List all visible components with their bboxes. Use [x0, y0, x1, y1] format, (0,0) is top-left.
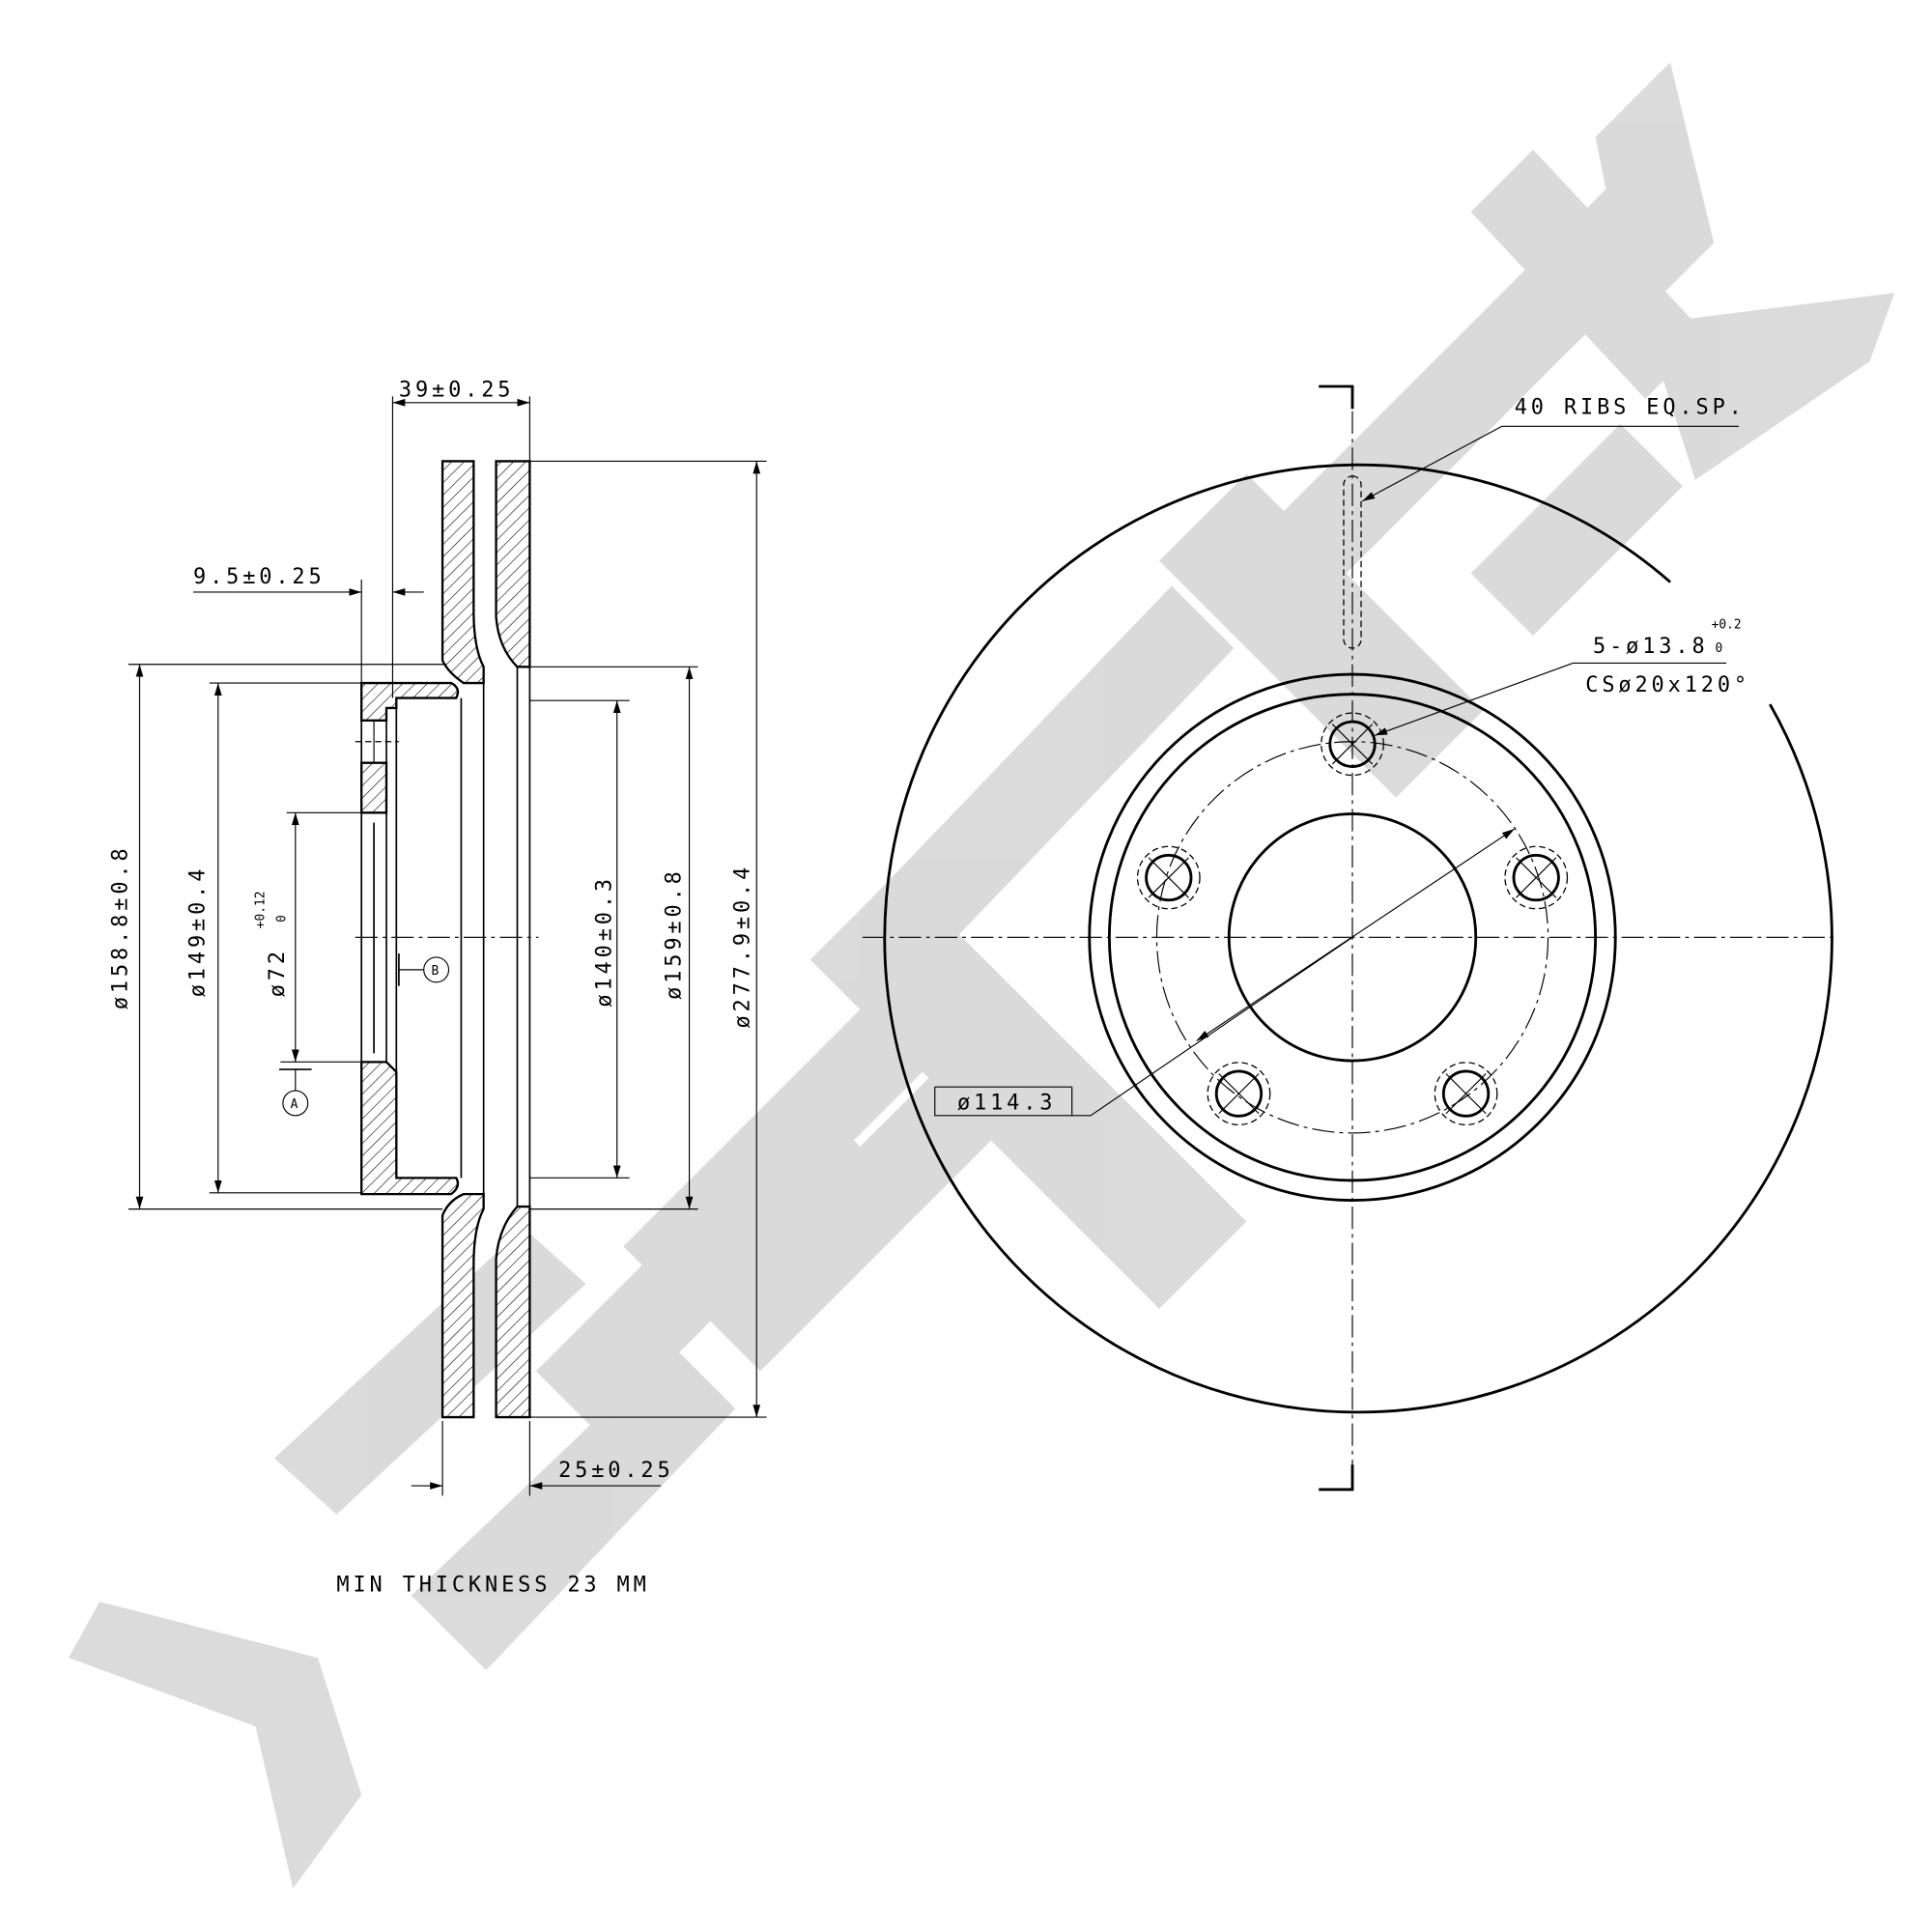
watermark [68, 62, 1895, 1889]
center-bore-tol-lower: 0 [274, 915, 289, 923]
datum-a-label: A [291, 1097, 298, 1112]
section-marker-top [1319, 384, 1354, 410]
bolt-hole [1136, 845, 1201, 910]
disc-outer-edge [883, 463, 1833, 1414]
min-thickness-note: MIN THICKNESS 23 MM [336, 1574, 649, 1598]
bolt-hole [1434, 1062, 1498, 1126]
hat-top [360, 681, 460, 722]
bolt-holes [1136, 712, 1569, 1126]
rib-slot [1343, 475, 1362, 649]
center-bore-tol-upper: +0.12 [254, 891, 269, 928]
datum-b-symbol [423, 956, 450, 983]
outer-plate-top [440, 460, 485, 685]
dim-hat-inner-diameter: ø149±0.4 [186, 866, 211, 998]
section-view: 39±0.25 9.5±0.25 ø158.8±0.8 ø149±0.4 ø72… [109, 378, 767, 1598]
ribs-note: 40 RIBS EQ.SP. [1515, 395, 1746, 419]
pcd-label: ø114.3 [957, 1091, 1056, 1115]
datum-b-label: B [431, 964, 439, 979]
dim-outer-diameter: ø277.9±0.4 [730, 864, 754, 1029]
inner-plate-top [495, 460, 531, 668]
bolt-hole [1504, 845, 1569, 910]
dim-center-bore: ø72 [266, 948, 290, 997]
section-marker-bottom [1319, 1464, 1354, 1492]
bolt-hole [1321, 712, 1384, 777]
bolt-hole [1207, 1062, 1271, 1126]
inner-plate-bottom [495, 1205, 531, 1419]
dim-vent-diameter: ø159±0.8 [663, 867, 687, 1000]
outer-plate-bottom [440, 1192, 485, 1419]
dim-hat-outer-diameter: ø158.8±0.8 [109, 844, 133, 1009]
datum-a-symbol [282, 1090, 309, 1117]
front-view: 40 RIBS EQ.SP. 5-ø13.8 +0.2 0 CSø20x120°… [862, 384, 1836, 1492]
hat-flange-lower [360, 1061, 460, 1196]
countersink-note: CSø20x120° [1585, 673, 1750, 697]
holes-tol-lower: 0 [1715, 641, 1722, 656]
dim-inner-plate-diameter: ø140±0.3 [592, 875, 616, 1008]
dim-hat-offset: 9.5±0.25 [193, 565, 326, 589]
dim-overall-thickness: 39±0.25 [399, 378, 514, 402]
holes-note: 5-ø13.8 [1593, 635, 1708, 659]
holes-tol-upper: +0.2 [1712, 617, 1742, 632]
hat-flange-upper [360, 761, 388, 814]
dim-disc-thickness: 25±0.25 [558, 1459, 673, 1483]
